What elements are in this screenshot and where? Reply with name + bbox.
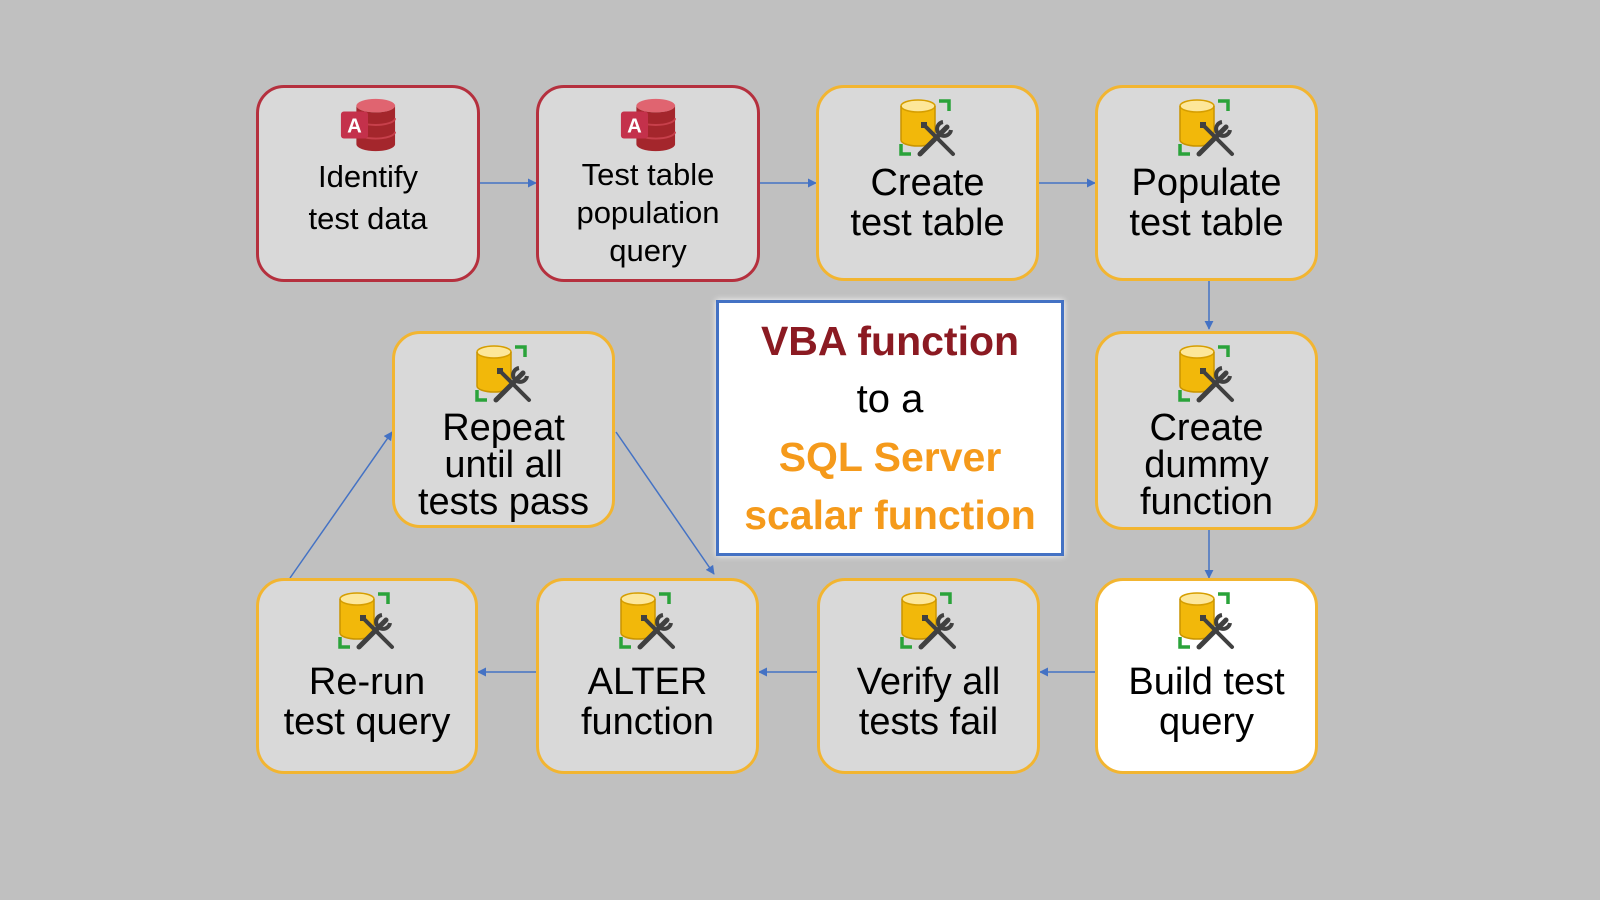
- title-to-a: to a: [856, 377, 924, 421]
- arrow-repeat-to-alter: [615, 431, 715, 575]
- step-label: Re-run test query: [283, 661, 451, 743]
- step-label: Create dummy function: [1139, 407, 1274, 524]
- step-label: Test table population query: [576, 157, 720, 269]
- step-label: Create test table: [850, 162, 1005, 244]
- step-re-run-test-query: Re-run test query: [256, 578, 478, 774]
- sql-server-database-tools-icon: [1174, 589, 1240, 653]
- step-create-dummy-function: Create dummy function: [1095, 331, 1318, 530]
- sql-server-database-tools-icon: [615, 589, 681, 653]
- step-label: Build test query: [1128, 661, 1285, 743]
- access-database-icon: [339, 96, 397, 154]
- step-verify-all-tests-fail: Verify all tests fail: [817, 578, 1040, 774]
- title-sql-server: SQL Server: [778, 434, 1002, 480]
- sql-server-database-tools-icon: [1174, 96, 1240, 160]
- sql-server-database-tools-icon: [334, 589, 400, 653]
- step-identify-test-data: Identify test data: [256, 85, 480, 282]
- title-scalar-function: scalar function: [744, 492, 1036, 538]
- arrow-rerun-to-repeat: [289, 431, 393, 579]
- title-card: VBA function to a SQL Server scalar func…: [716, 300, 1064, 556]
- step-build-test-query: Build test query: [1095, 578, 1318, 774]
- step-label: ALTER function: [580, 661, 715, 743]
- step-populate-test-table: Populate test table: [1095, 85, 1318, 281]
- step-label: Populate test table: [1129, 162, 1284, 244]
- title-vba-function: VBA function: [760, 318, 1020, 364]
- sql-server-database-tools-icon: [895, 96, 961, 160]
- access-database-icon: [619, 96, 677, 154]
- step-create-test-table: Create test table: [816, 85, 1039, 281]
- sql-server-database-tools-icon: [1174, 342, 1240, 406]
- step-alter-function: ALTER function: [536, 578, 759, 774]
- step-label: Verify all tests fail: [856, 661, 1001, 743]
- step-repeat-until-all-tests-pass: Repeat until all tests pass: [392, 331, 615, 528]
- step-label: Repeat until all tests pass: [417, 407, 590, 524]
- step-test-table-population-query: Test table population query: [536, 85, 760, 282]
- sql-server-database-tools-icon: [471, 342, 537, 406]
- step-label: Identify test data: [308, 159, 428, 236]
- sql-server-database-tools-icon: [896, 589, 962, 653]
